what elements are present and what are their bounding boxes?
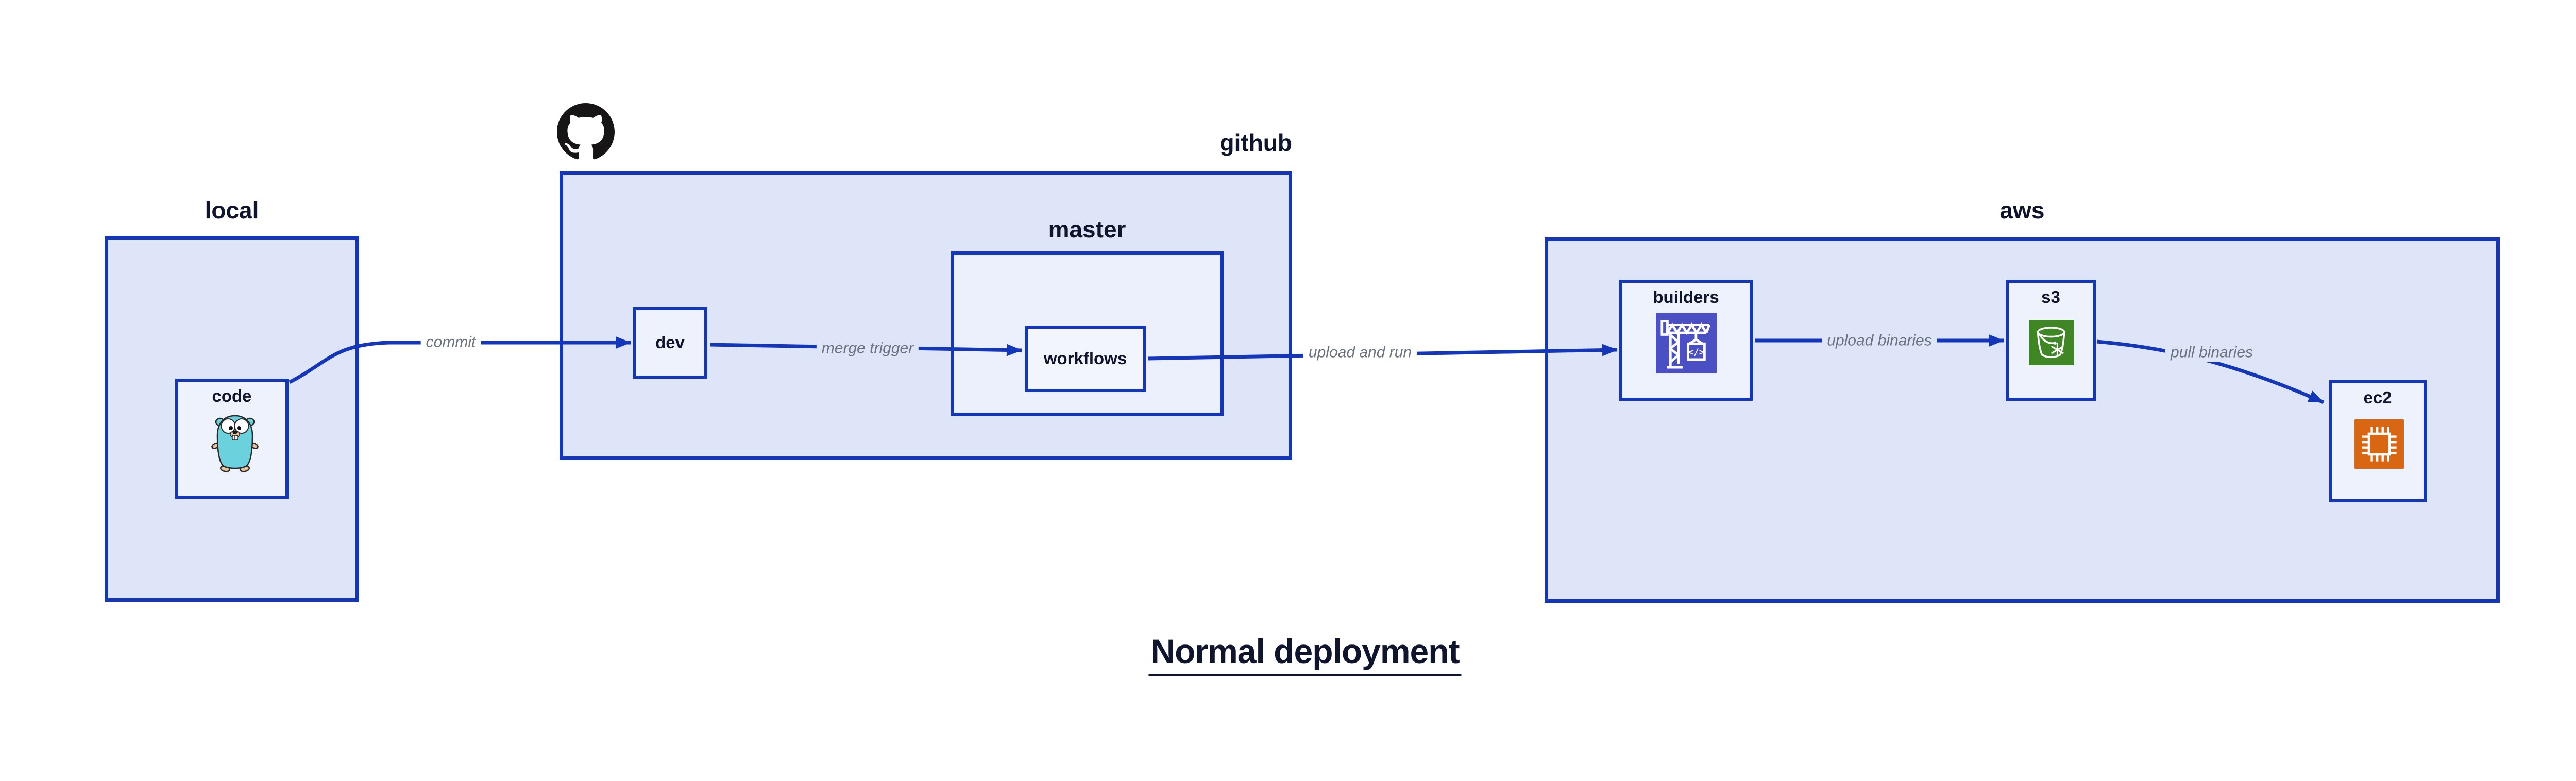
aws-s3-glacier-bucket-icon <box>2029 320 2074 365</box>
aws-codebuild-crane-icon: </> <box>1656 313 1717 373</box>
group-label-master: master <box>1048 216 1126 243</box>
go-gopher-icon <box>211 415 259 472</box>
edge-label-pull-binaries: pull binaries <box>2165 343 2259 362</box>
node-code: code <box>175 379 289 499</box>
diagram-title: Normal deployment <box>1148 632 1462 676</box>
svg-text:</>: </> <box>1688 348 1704 358</box>
aws-ec2-chip-icon <box>2354 419 2404 469</box>
github-octocat-icon <box>557 103 615 160</box>
group-label-github: github <box>1219 129 1293 156</box>
node-label-dev: dev <box>655 333 685 352</box>
node-builders: builders </> <box>1619 280 1753 401</box>
node-label-workflows: workflows <box>1043 349 1127 368</box>
node-ec2: ec2 <box>2329 380 2427 502</box>
node-label-builders: builders <box>1653 287 1719 307</box>
node-label-code: code <box>212 386 252 405</box>
node-label-ec2: ec2 <box>2363 388 2392 407</box>
node-dev: dev <box>633 307 707 379</box>
edge-label-commit: commit <box>420 332 481 352</box>
group-label-local: local <box>205 197 259 224</box>
edge-label-upload-binaries: upload binaries <box>1822 331 1937 350</box>
edge-label-merge-trigger: merge trigger <box>816 338 919 358</box>
group-label-aws: aws <box>1999 197 2045 224</box>
node-s3: s3 <box>2006 280 2096 401</box>
edge-label-upload-and-run: upload and run <box>1303 343 1417 362</box>
node-label-s3: s3 <box>2041 287 2060 307</box>
node-workflows: workflows <box>1025 326 1146 392</box>
